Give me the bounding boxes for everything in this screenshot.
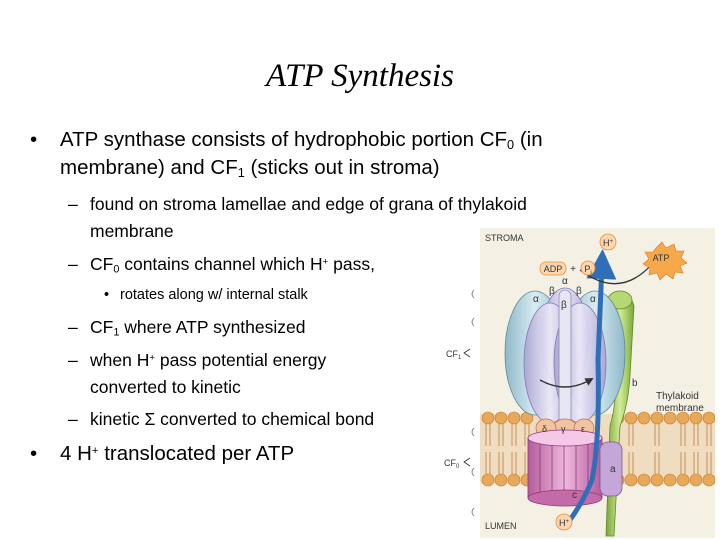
cf1-label: CF1	[446, 349, 462, 361]
beta-label-center: β	[561, 300, 567, 311]
proton-sup: +	[609, 239, 613, 245]
text-run: (sticks out in stroma)	[244, 156, 440, 179]
pi-letter: P	[584, 264, 590, 274]
proton-label-top: H+	[603, 238, 614, 248]
bullet-marker: •	[30, 128, 38, 151]
dash-marker: –	[68, 317, 78, 337]
alpha-label-center: α	[562, 276, 568, 287]
atp-synthase-diagram: ADP + Pi ATP H+ H+ α β α β β α δ γ ε b a…	[444, 228, 715, 538]
dash-text: when H+ pass potential energy	[90, 350, 326, 371]
cf1-bracket	[463, 348, 471, 358]
cf0-label: CF0	[444, 458, 460, 470]
cf0-subscript: 0	[456, 464, 460, 470]
text-run: CF	[90, 254, 114, 274]
adp-badge	[539, 261, 567, 276]
cf0-letters: CF	[444, 458, 456, 468]
dash-text: membrane	[90, 221, 174, 241]
bullet-marker: •	[30, 442, 38, 465]
dash-text: found on stroma lamellae and edge of gra…	[90, 194, 527, 214]
delta-label: δ	[542, 424, 547, 434]
pi-label: Pi	[584, 264, 591, 276]
beta-label-right: β	[576, 286, 582, 297]
text-run: 4 H	[60, 442, 92, 465]
b-label: b	[632, 378, 638, 389]
bullet-text: ATP synthase consists of hydrophobic por…	[60, 128, 543, 152]
slide-title: ATP Synthesis	[266, 58, 454, 94]
dash-marker: –	[68, 194, 78, 214]
superscript: +	[149, 352, 155, 364]
text-run: ATP synthase consists of hydrophobic por…	[60, 128, 508, 151]
c-ring	[527, 429, 603, 507]
beta-label-left: β	[549, 286, 555, 297]
sub-bullet-text: rotates along w/ internal stalk	[120, 287, 308, 303]
atp-starburst	[642, 241, 688, 281]
bullet-marker: •	[104, 287, 110, 303]
proton-letter: H	[603, 238, 610, 248]
subscript: 0	[113, 263, 120, 276]
plus-sign: +	[570, 264, 576, 275]
proton-label-bottom: H+	[559, 518, 570, 528]
a-label: a	[610, 464, 616, 475]
dash-text: kinetic Σ converted to chemical bond	[90, 409, 375, 429]
pi-badge	[580, 260, 596, 276]
text-run: pass,	[328, 254, 375, 274]
gamma-label: γ	[561, 424, 566, 434]
proton-badge-bottom	[555, 513, 573, 531]
subscript: 1	[237, 165, 245, 181]
proton-badge-top	[599, 233, 617, 251]
alpha-label-right: α	[590, 294, 596, 305]
lumen-label: LUMEN	[485, 521, 517, 531]
pi-subscript: i	[590, 270, 591, 276]
text-run: contains channel which H	[119, 254, 323, 274]
text-run: pass potential energy	[154, 350, 327, 370]
cf1-subscript: 1	[458, 355, 462, 361]
superscript: +	[91, 444, 99, 457]
text-run: (in	[514, 128, 543, 151]
dash-marker: –	[68, 409, 78, 429]
stroma-label: STROMA	[485, 233, 524, 243]
adp-label: ADP	[544, 264, 563, 274]
alpha-label-left: α	[533, 294, 539, 305]
dash-marker: –	[68, 350, 78, 370]
text-run: membrane) and CF	[60, 156, 238, 179]
central-stalk-gamma	[558, 289, 572, 441]
subscript: 0	[507, 137, 515, 153]
text-run: CF	[90, 317, 114, 337]
dash-text: converted to kinetic	[90, 377, 241, 397]
dash-text: CF1 where ATP synthesized	[90, 317, 305, 338]
cf1-letters: CF	[446, 349, 458, 359]
text-run: when H	[90, 350, 150, 370]
cf0-bracket	[463, 457, 471, 467]
a-subunit	[599, 441, 623, 497]
text-run: where ATP synthesized	[119, 317, 306, 337]
thylakoid-membrane-label-1: Thylakoid	[656, 391, 699, 402]
epsilon-label: ε	[581, 424, 585, 434]
thylakoid-membrane-label-2: membrane	[656, 403, 704, 414]
subscript: 1	[113, 326, 120, 339]
proton-sup: +	[565, 519, 569, 525]
dash-marker: –	[68, 254, 78, 274]
atp-label: ATP	[653, 253, 670, 263]
text-run: translocated per ATP	[98, 442, 295, 465]
rotation-arrow-top	[539, 377, 594, 388]
membrane-edge-markers	[471, 289, 475, 517]
superscript: +	[322, 256, 329, 268]
c-label: c	[572, 490, 577, 501]
proton-letter: H	[559, 518, 566, 528]
dash-text: CF0 contains channel which H+ pass,	[90, 254, 375, 275]
proton-path	[567, 249, 617, 522]
bullet-text: membrane) and CF1 (sticks out in stroma)	[60, 156, 440, 180]
bullet-text: 4 H+ translocated per ATP	[60, 442, 294, 466]
